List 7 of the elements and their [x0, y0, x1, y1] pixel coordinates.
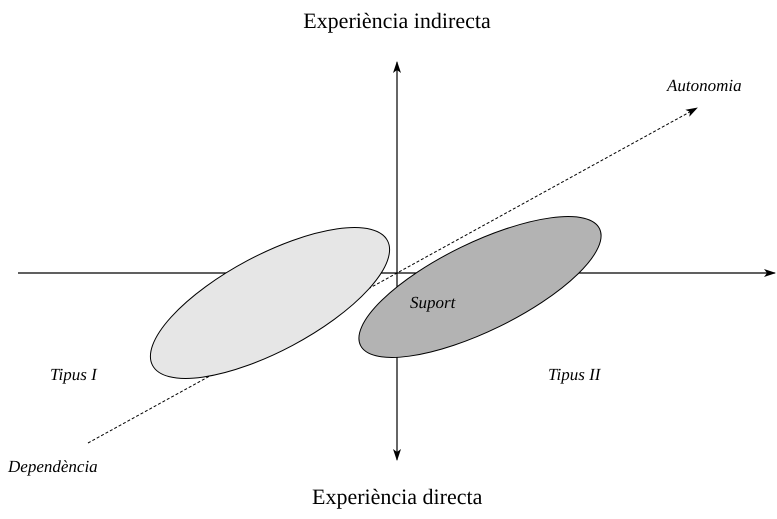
axis-label: Experiència indirecta — [302, 8, 492, 34]
axis-label: Dependència — [8, 457, 98, 477]
region-caption: Tipus II — [548, 365, 600, 385]
region-label: Suport — [410, 293, 456, 313]
region-caption: Tipus I — [50, 365, 97, 385]
axis-label: Autonomia — [667, 76, 742, 96]
axis-label: Experiència directa — [312, 484, 482, 510]
